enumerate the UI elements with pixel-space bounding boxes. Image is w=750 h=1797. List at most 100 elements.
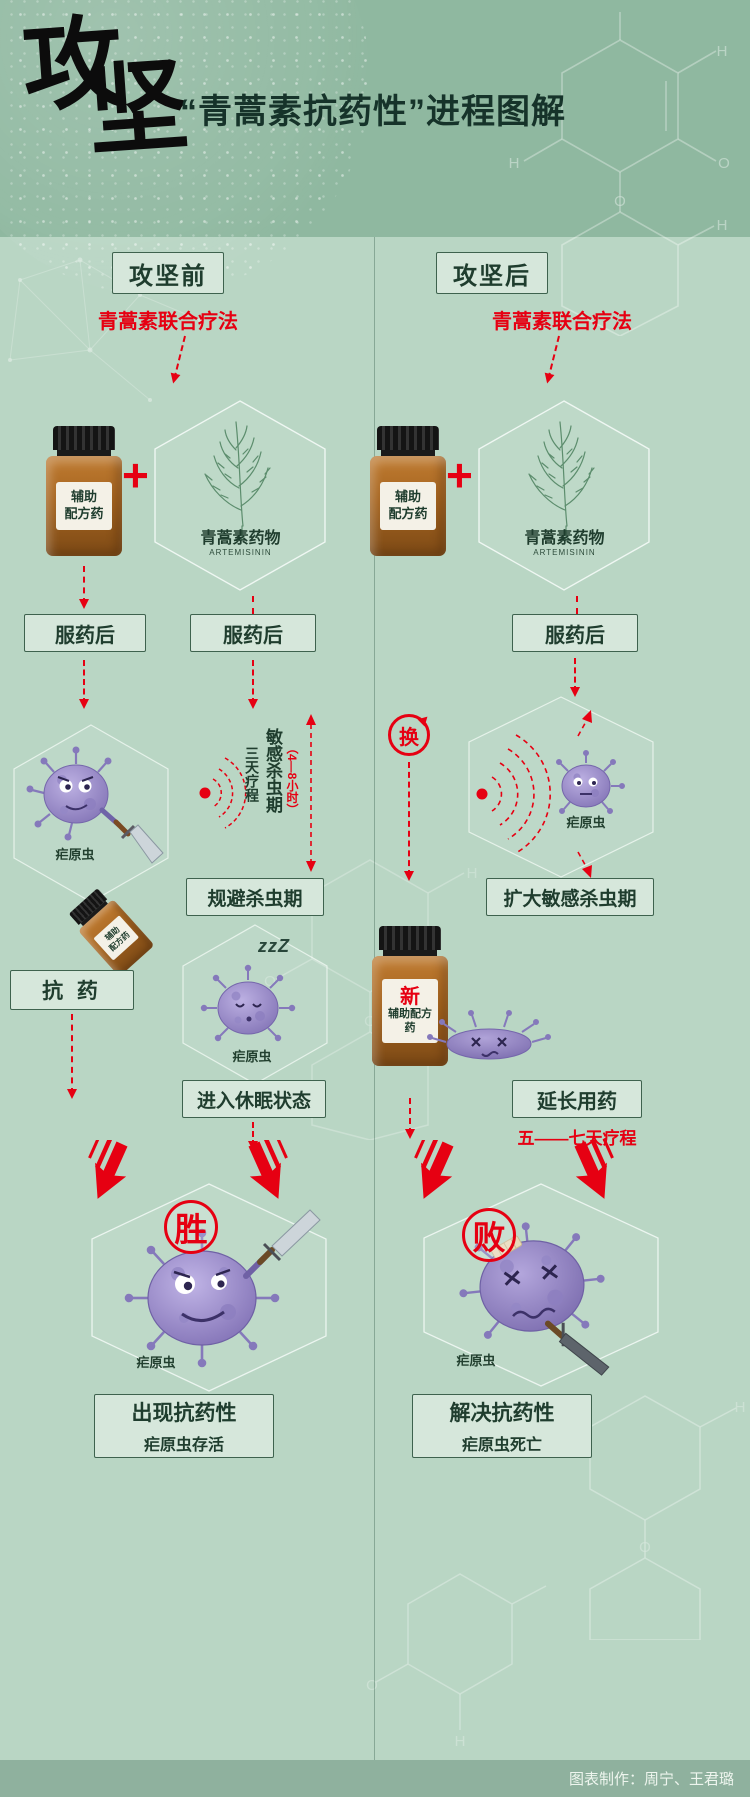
plus-sign: +: [446, 449, 473, 501]
plant-latin-label: ARTEMISININ: [209, 548, 272, 557]
atom-label: H: [717, 217, 728, 234]
bottle-label-line: 配方药: [64, 506, 104, 521]
parasite-winner-icon: [91, 1183, 327, 1392]
atom-label: O: [366, 1677, 378, 1694]
atom-label: H: [467, 865, 478, 882]
chemical-structure-decoration: H O O: [264, 859, 478, 1140]
stage-after-box: 攻坚后: [436, 252, 548, 294]
footer-band: 图表制作：周宁、王君璐: [0, 1760, 750, 1797]
resist-box: 抗 药: [10, 970, 134, 1010]
red-double-arrow-icon: [88, 1140, 288, 1199]
atom-label: O: [718, 155, 730, 172]
credit-label: 图表制作：周宁、王君璐: [568, 1771, 734, 1788]
radar-arcs-icon: [199, 757, 247, 829]
victory-badge: 胜: [164, 1200, 218, 1254]
chemical-structure-decoration: H O: [366, 1573, 547, 1750]
expanded-window-icon: [468, 696, 654, 878]
pill-bottle: 辅助 配方药: [370, 426, 446, 556]
atom-label: H: [455, 1733, 466, 1750]
page-title: “青蒿素抗药性”进程图解: [180, 93, 566, 131]
stage-before-box: 攻坚前: [112, 252, 224, 294]
parasite-label: 疟原虫: [55, 847, 95, 862]
plant-latin-label: ARTEMISININ: [533, 548, 596, 557]
outcome-box: 解决抗药性 疟原虫死亡: [412, 1394, 592, 1458]
bottle-body: 辅助 配方药: [370, 456, 446, 556]
dormant-box: 进入休眠状态: [182, 1080, 326, 1118]
new-tag: 新: [400, 986, 420, 1009]
parasite-sleeping-icon: [182, 924, 328, 1085]
new-pill-bottle: 新 辅助配方药: [372, 926, 448, 1066]
parasite-label: 疟原虫: [566, 815, 606, 830]
therapy-label: 青蒿素联合疗法: [98, 311, 238, 333]
header-band: [0, 0, 750, 237]
atom-label: H: [717, 43, 728, 60]
bottle-label: 辅助 配方药: [93, 915, 140, 961]
chemical-structure-decoration: H O O H H: [509, 12, 730, 336]
bottle-label-line: 辅助: [394, 489, 421, 505]
expand-window-box: 扩大敏感杀虫期: [486, 878, 654, 916]
switch-icon: 换: [388, 714, 430, 756]
outcome-title: 解决抗药性: [449, 1402, 555, 1425]
fallen-sword-icon: [544, 1320, 610, 1376]
bottle-cap: [53, 426, 115, 450]
dashed-arrow: [547, 335, 560, 379]
dashed-arrow: [79, 660, 89, 709]
zzz-label: zzZ: [258, 936, 290, 956]
window-label: 敏感杀虫期: [263, 728, 282, 813]
course-label: 三天疗程: [244, 746, 260, 802]
bottle-body: 辅助 配方药: [46, 456, 122, 556]
dashed-connector: [252, 596, 254, 614]
hours-label: （4—8小时）: [285, 742, 299, 816]
bottle-body: 新 辅助配方药: [372, 956, 448, 1066]
bottle-label-line: 辅助配方药: [388, 1008, 432, 1034]
atom-label: H: [735, 1399, 746, 1416]
brand-char: 坚: [84, 50, 192, 169]
parasite-attacker-icon: [13, 724, 169, 903]
plus-sign: +: [122, 449, 149, 501]
dashed-arrow: [404, 762, 414, 881]
bottle-neck: [383, 950, 437, 956]
outcome-box: 出现抗药性 疟原虫存活: [94, 1394, 274, 1458]
atom-label: H: [509, 155, 520, 172]
parasite-label: 疟原虫: [136, 1355, 176, 1370]
artemisia-panel: 青蒿素药物 ARTEMISININ: [148, 398, 333, 593]
outcome-sub: 疟原虫存活: [143, 1437, 224, 1454]
outcome-sub: 疟原虫死亡: [461, 1437, 542, 1454]
bottle-cap: [377, 426, 439, 450]
dashed-arrow: [570, 658, 580, 697]
dashed-arrow: [248, 660, 258, 709]
evade-window-box: 规避杀虫期: [186, 878, 324, 916]
bottle-label: 新 辅助配方药: [382, 979, 438, 1043]
parasite-label: 疟原虫: [232, 1049, 272, 1064]
dashed-arrow: [67, 1014, 77, 1099]
after-dose-box: 服药后: [512, 614, 638, 652]
bottle-label: 辅助 配方药: [380, 482, 436, 530]
dashed-arrow: [405, 1098, 415, 1139]
bottle-neck: [381, 450, 435, 456]
bottle-label: 辅助 配方药: [56, 482, 112, 530]
pill-bottle: 辅助 配方药: [46, 426, 122, 556]
after-dose-box: 服药后: [24, 614, 146, 652]
duration-bracket-icon: [306, 714, 316, 872]
red-double-arrow-icon: [414, 1140, 614, 1199]
bottle-label-line: 辅助: [70, 489, 97, 505]
outcome-title: 出现抗药性: [131, 1402, 237, 1425]
artemisia-panel: 青蒿素药物 ARTEMISININ: [472, 398, 657, 593]
bottle-neck: [57, 450, 111, 456]
atom-label: O: [639, 1539, 651, 1556]
extend-dosing-box: 延长用药: [512, 1080, 642, 1118]
parasite-dead-icon: [427, 1010, 551, 1060]
parasite-label: 疟原虫: [456, 1353, 496, 1368]
dashed-arrow: [79, 566, 89, 609]
bottle-label-line: 配方药: [388, 506, 428, 521]
atom-label: O: [614, 193, 626, 210]
atom-label: O: [264, 973, 276, 990]
defeat-badge: 败: [462, 1208, 516, 1262]
after-dose-box: 服药后: [190, 614, 316, 652]
plant-name-label: 青蒿素药物: [200, 530, 281, 547]
dashed-connector: [576, 596, 578, 614]
artemisia-plant-icon: [478, 400, 650, 591]
insecticidal-window-diagram: 三天疗程 敏感杀虫期 （4—8小时）: [196, 710, 320, 876]
plant-name-label: 青蒿素药物: [524, 530, 605, 547]
